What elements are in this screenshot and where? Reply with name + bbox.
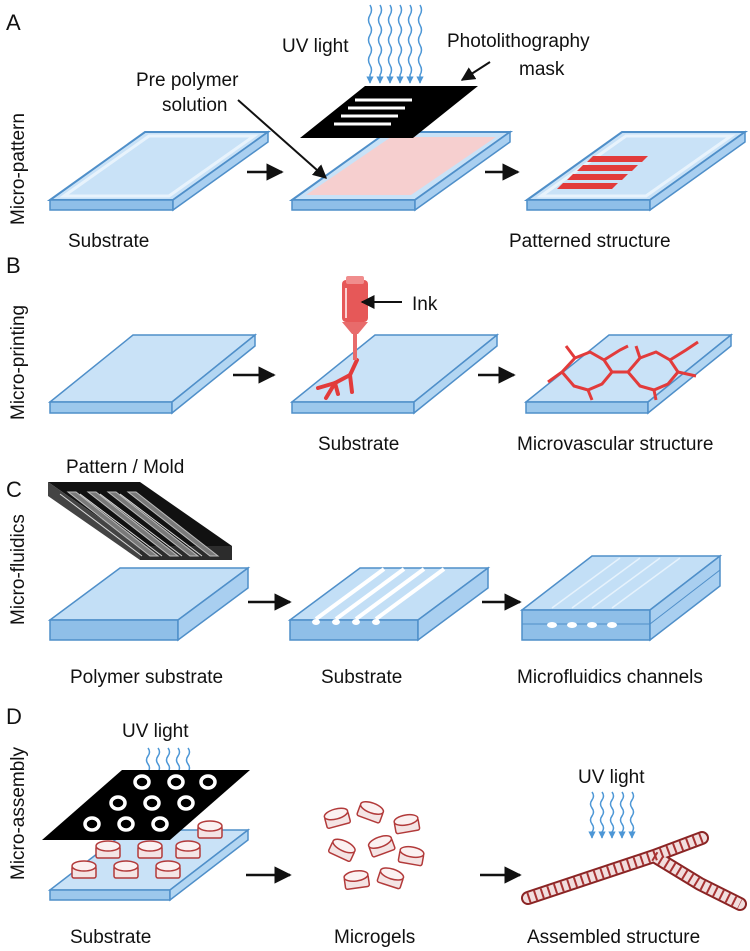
caption-c-substrate: Substrate (321, 667, 402, 688)
substrate-plate-a2 (288, 130, 514, 212)
photolithography-mask (300, 86, 478, 138)
caption-c-polymer: Polymer substrate (70, 667, 223, 688)
panel-b-letter: B (6, 253, 21, 278)
caption-a-patterned: Patterned structure (509, 231, 671, 252)
prepolymer-label-line1: Pre polymer (136, 70, 239, 91)
ink-syringe (342, 276, 368, 360)
panel-d: D Micro-assembly UV light (6, 704, 747, 948)
mask-label-line2: mask (519, 59, 565, 80)
pattern-mold (48, 482, 232, 560)
uv-light-label-d1: UV light (122, 721, 189, 742)
panel-d-side-label: Micro-assembly (8, 746, 29, 880)
substrate-block-c1 (47, 566, 251, 642)
panel-b: B Micro-printing Ink Substrate (6, 253, 734, 455)
caption-c-microfluidics: Microfluidics channels (517, 667, 703, 688)
substrate-block-c2 (287, 566, 491, 642)
substrate-plate-a3 (523, 130, 749, 212)
caption-d-assembled: Assembled structure (527, 927, 700, 948)
uv-light-rays-a (366, 4, 424, 84)
printed-branch-ink (316, 358, 359, 400)
panel-d-letter: D (6, 704, 22, 729)
prepolymer-pointer-arrow (237, 99, 328, 179)
panel-a-side-label: Micro-pattern (8, 113, 29, 225)
uv-light-label-a: UV light (282, 36, 349, 57)
caption-a-substrate: Substrate (68, 231, 149, 252)
panel-a: A Micro-pattern Substrate (6, 4, 749, 252)
substrate-plate-a1 (46, 130, 272, 212)
caption-d-microgels: Microgels (334, 927, 415, 948)
substrate-plate-b2 (289, 333, 500, 415)
patterned-red-lines (557, 156, 648, 189)
microvascular-network (547, 340, 699, 401)
uv-light-label-d2: UV light (578, 767, 645, 788)
panel-c: C Micro-fluidics Pattern / Mold (6, 457, 723, 688)
microfluidics-device (519, 554, 723, 642)
prepolymer-label-line2: solution (162, 95, 228, 116)
caption-d-substrate: Substrate (70, 927, 151, 948)
panel-a-letter: A (6, 10, 21, 35)
gel-discs-on-substrate (71, 820, 223, 879)
ink-label: Ink (412, 294, 438, 315)
mask-label-line1: Photolithography (447, 31, 590, 52)
circle-mask-d (42, 770, 250, 840)
assembled-tubular-structure (521, 831, 747, 911)
mold-label: Pattern / Mold (66, 457, 184, 478)
panel-c-letter: C (6, 477, 22, 502)
substrate-plate-b1 (47, 333, 258, 415)
uv-light-rays-d2 (588, 791, 636, 839)
caption-b-microvascular: Microvascular structure (517, 434, 713, 455)
prepolymer-solution-layer (306, 137, 496, 195)
caption-b-substrate: Substrate (318, 434, 399, 455)
microgels-cluster (323, 801, 425, 891)
panel-b-side-label: Micro-printing (8, 305, 29, 420)
mask-pointer-arrow (460, 61, 491, 81)
panel-c-side-label: Micro-fluidics (8, 514, 29, 625)
